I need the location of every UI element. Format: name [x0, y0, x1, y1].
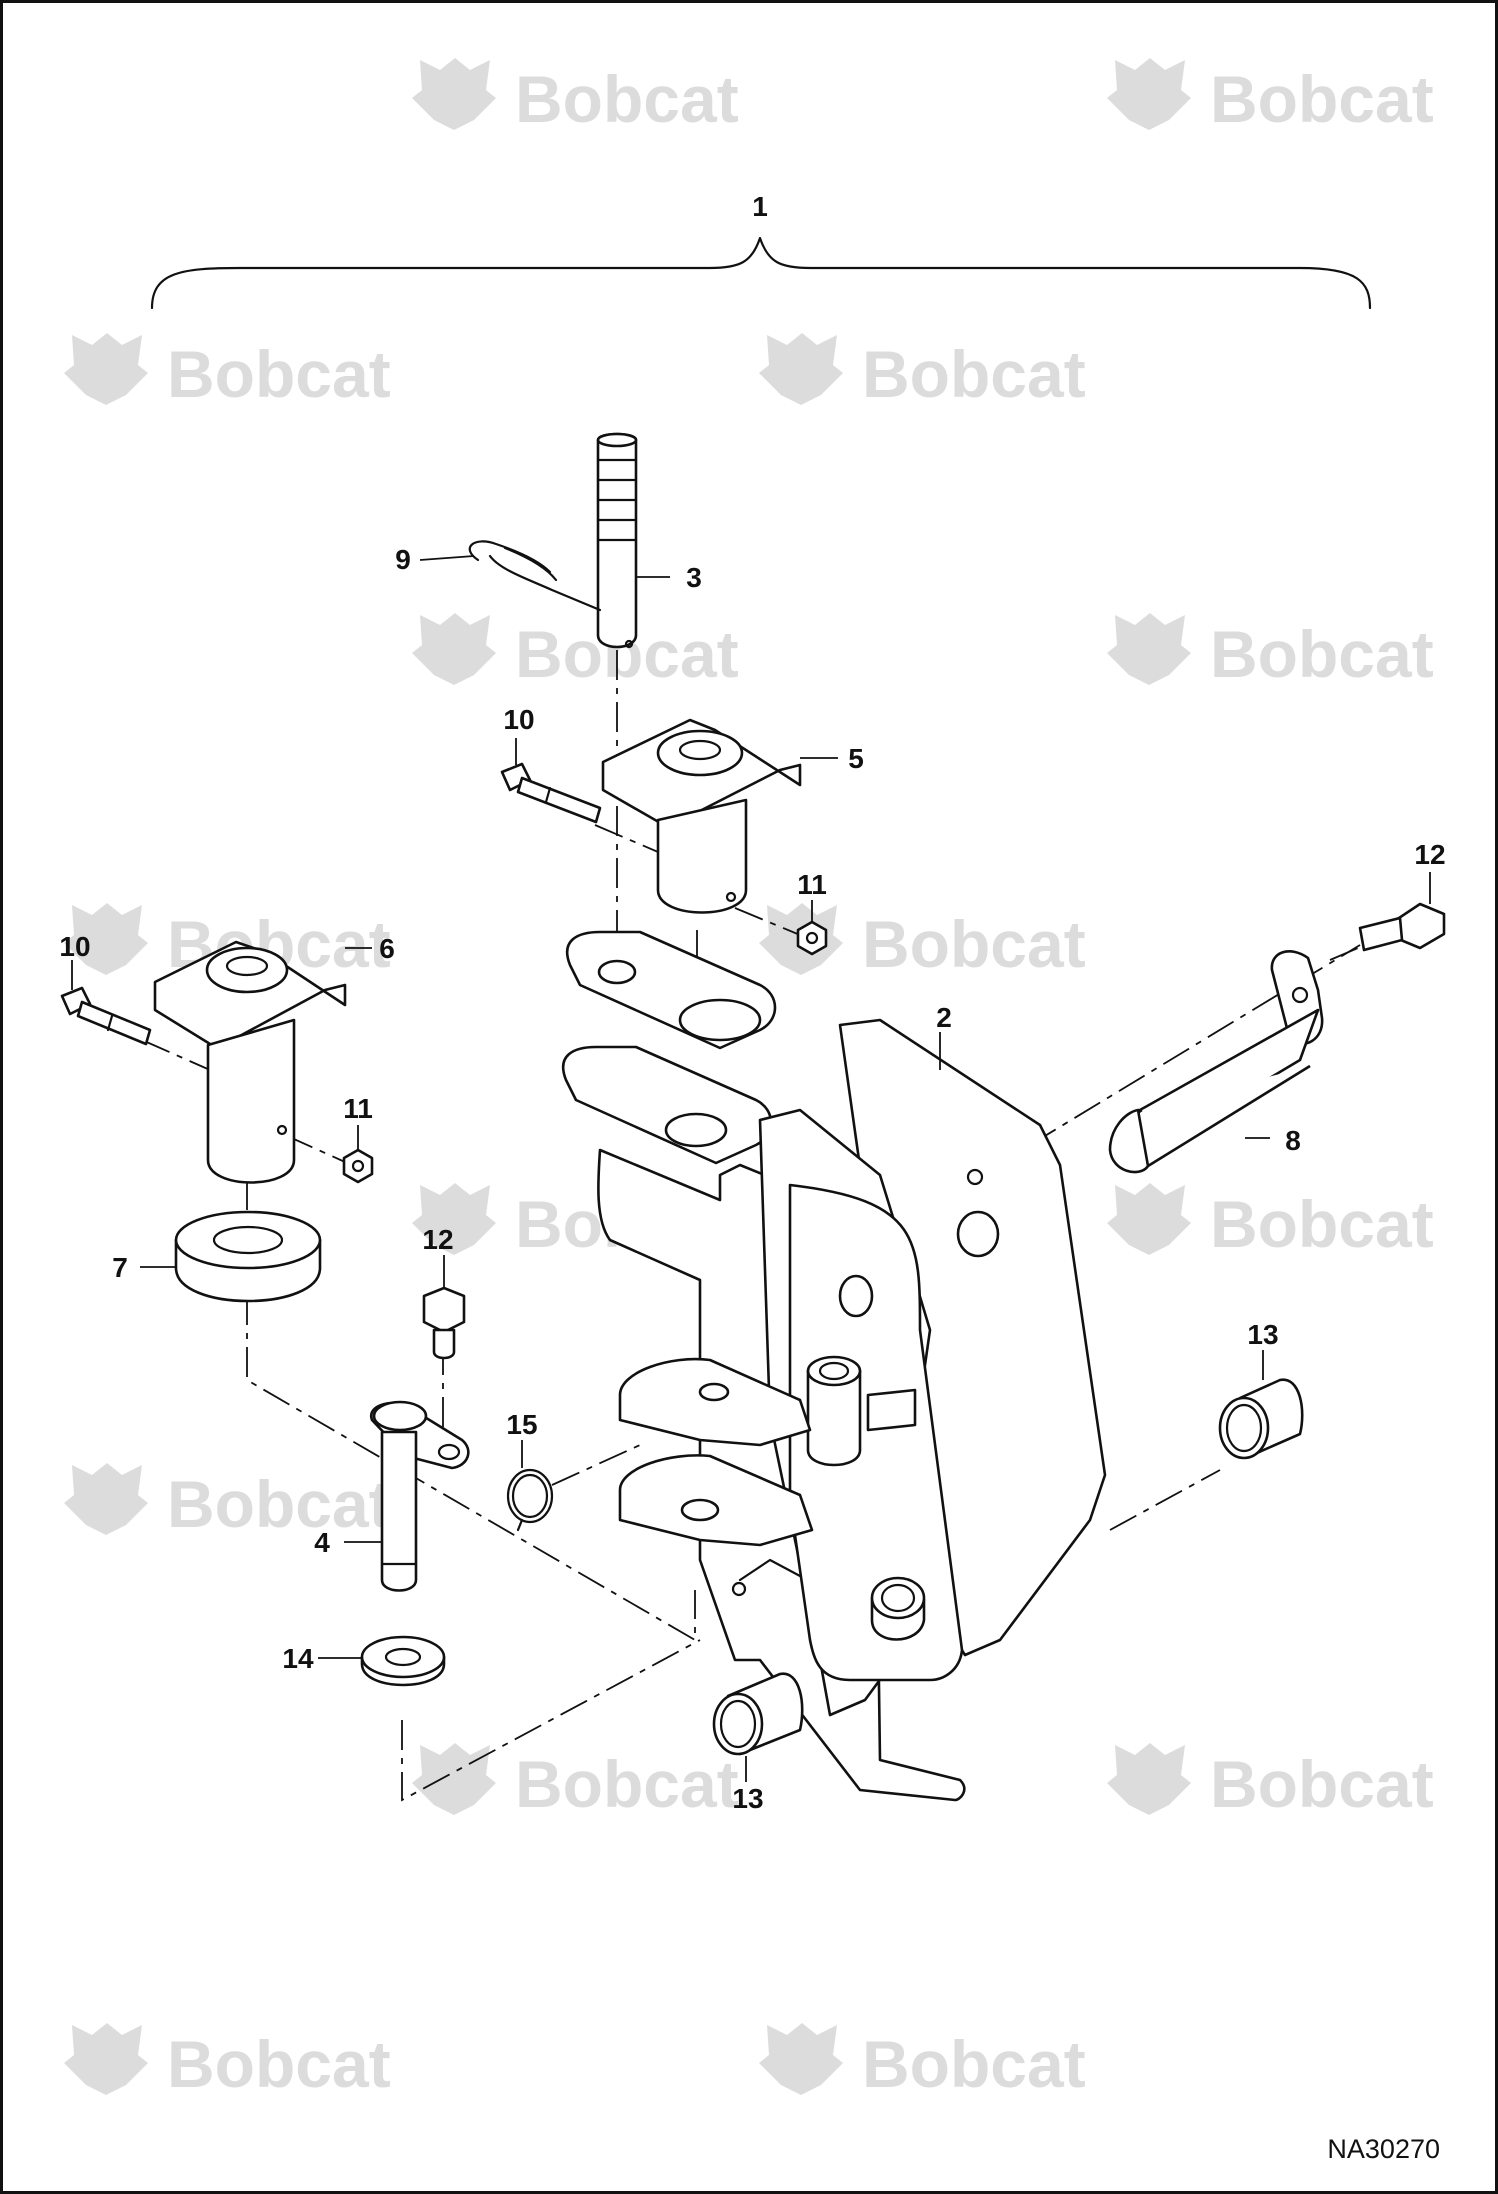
- callout-4: 4: [314, 1527, 330, 1558]
- hairpin-clip-part-9: [468, 540, 602, 612]
- bobcat-head-logo-icon: [1107, 1743, 1191, 1815]
- watermark-2: Bobcat: [1107, 58, 1434, 136]
- plate-pin-part-6: [153, 940, 347, 1184]
- watermark-text: Bobcat: [862, 2027, 1086, 2101]
- bobcat-head-logo-icon: [1107, 58, 1191, 130]
- callout-2: 2: [936, 1002, 952, 1033]
- callout-5: 5: [848, 743, 864, 774]
- bobcat-head-logo-icon: [412, 1743, 496, 1815]
- axis-bushing13-right: [1109, 1469, 1221, 1531]
- bolt-part-10-top: [500, 762, 602, 824]
- bolt-part-10-left: [60, 986, 152, 1046]
- watermark-8: Bobcat: [759, 903, 1086, 981]
- bobcat-head-logo-icon: [412, 1183, 496, 1255]
- watermark-text: Bobcat: [1210, 62, 1434, 136]
- bobcat-head-logo-icon: [1107, 1183, 1191, 1255]
- bushing-part-13-right: [1218, 1378, 1304, 1460]
- watermark-text: Bobcat: [515, 1747, 739, 1821]
- bushing-part-13-bottom: [712, 1672, 804, 1756]
- callout-11-top: 11: [797, 869, 827, 900]
- callout-3: 3: [686, 562, 702, 593]
- axis-nut11-top: [734, 907, 801, 936]
- pin-part-3: [596, 432, 638, 649]
- callout-12-left: 12: [422, 1224, 453, 1255]
- callout-15: 15: [506, 1409, 537, 1440]
- watermark-text: Bobcat: [1210, 1747, 1434, 1821]
- callout-14: 14: [282, 1643, 314, 1674]
- bobcat-head-logo-icon: [412, 58, 496, 130]
- bobcat-head-logo-icon: [759, 2023, 843, 2095]
- axis-bolt10-top: [594, 824, 666, 856]
- bobcat-head-logo-icon: [759, 333, 843, 405]
- callout-8: 8: [1285, 1125, 1301, 1156]
- callout-13-bottom: 13: [732, 1783, 763, 1814]
- axis-clip15: [551, 1444, 641, 1486]
- watermark-4: Bobcat: [759, 333, 1086, 411]
- bolt-part-12-left: [422, 1286, 466, 1360]
- nut-part-11-top: [796, 920, 828, 956]
- watermark-6: Bobcat: [1107, 613, 1434, 691]
- flanged-pin-part-8: [1108, 950, 1324, 1174]
- bobcat-head-logo-icon: [64, 333, 148, 405]
- axis-bolt10-left: [141, 1039, 211, 1071]
- axis-pin4-route: [401, 1639, 701, 1802]
- assembly-brace: [150, 236, 1372, 310]
- bobcat-head-logo-icon: [64, 2023, 148, 2095]
- callout-13-right: 13: [1247, 1319, 1278, 1350]
- figure-reference: NA30270: [1327, 2134, 1440, 2164]
- watermark-text: Bobcat: [1210, 617, 1434, 691]
- watermark-3: Bobcat: [64, 333, 391, 411]
- washer-part-7: [174, 1210, 322, 1303]
- bobcat-head-logo-icon: [412, 613, 496, 685]
- callout-11-left: 11: [343, 1093, 373, 1124]
- callout-7: 7: [112, 1252, 128, 1283]
- watermark-text: Bobcat: [862, 337, 1086, 411]
- watermark-15: Bobcat: [64, 2023, 391, 2101]
- watermark-10: Bobcat: [1107, 1183, 1434, 1261]
- plate-pin-part-5: [601, 718, 802, 914]
- callout-9: 9: [395, 544, 411, 575]
- watermark-text: Bobcat: [1210, 1187, 1434, 1261]
- watermark-text: Bobcat: [167, 337, 391, 411]
- watermark-11: Bobcat: [64, 1463, 391, 1541]
- nut-part-11-left: [342, 1148, 374, 1184]
- watermark-text: Bobcat: [167, 1467, 391, 1541]
- callout-10-top: 10: [503, 704, 534, 735]
- callout-6: 6: [379, 933, 395, 964]
- watermark-14: Bobcat: [1107, 1743, 1434, 1821]
- bolt-part-12-right: [1358, 902, 1446, 952]
- watermark-1: Bobcat: [412, 58, 739, 136]
- bobcat-head-logo-icon: [64, 903, 148, 975]
- bobcat-head-logo-icon: [1107, 613, 1191, 685]
- snap-ring-part-15: [506, 1468, 554, 1532]
- watermark-text: Bobcat: [862, 907, 1086, 981]
- callout-1: 1: [752, 191, 768, 222]
- leader-9: [419, 555, 475, 561]
- swing-bracket-part-2: [561, 930, 1107, 1802]
- watermark-text: Bobcat: [515, 62, 739, 136]
- callout-10-left: 10: [59, 931, 90, 962]
- axis-pin6-route: [246, 1295, 696, 1642]
- watermark-16: Bobcat: [759, 2023, 1086, 2101]
- tab-pin-part-4: [369, 1400, 470, 1592]
- watermark-text: Bobcat: [167, 2027, 391, 2101]
- callout-12-right: 12: [1414, 839, 1445, 870]
- bobcat-head-logo-icon: [64, 1463, 148, 1535]
- watermark-13: Bobcat: [412, 1743, 739, 1821]
- flat-washer-part-14: [360, 1635, 446, 1687]
- watermark-5: Bobcat: [412, 613, 739, 691]
